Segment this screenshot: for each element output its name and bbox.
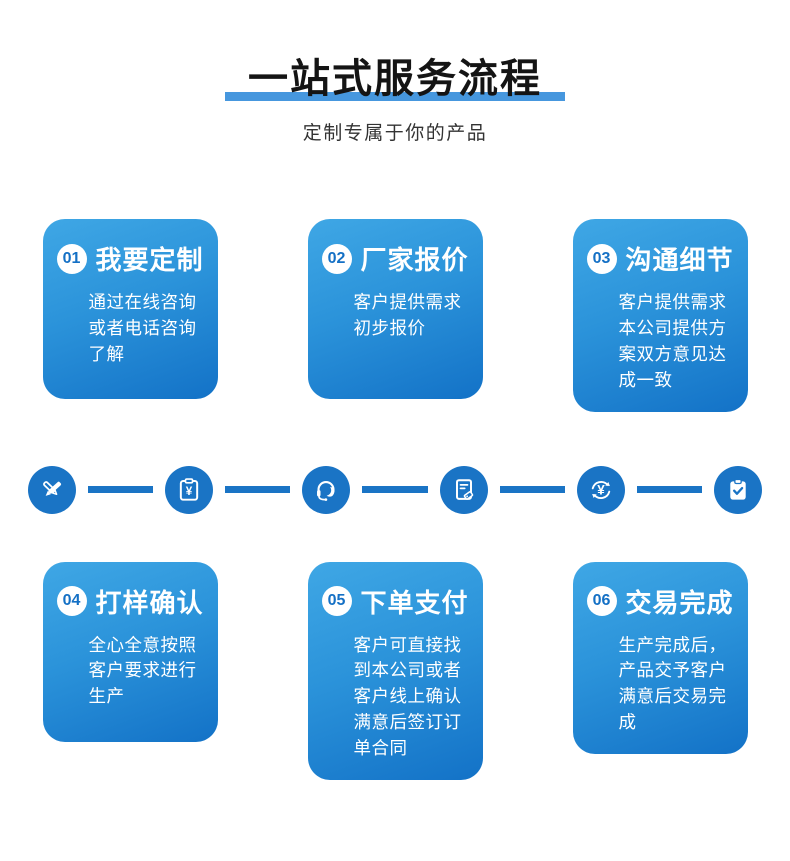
step-card-5: 05 下单支付 客户可直接找到本公司或者客户线上确认满意后签订订单合同 bbox=[307, 561, 483, 781]
step-card-head: 06 交易完成 bbox=[586, 583, 734, 620]
flow-connector bbox=[636, 486, 703, 494]
title-underline-bar bbox=[225, 92, 565, 101]
step-number-badge: 06 bbox=[586, 586, 617, 617]
step-card-2: 02 厂家报价 客户提供需求初步报价 bbox=[307, 219, 483, 399]
step-description: 客户提供需求本公司提供方案双方意见达成一致 bbox=[618, 292, 727, 390]
flow-connector bbox=[362, 486, 428, 494]
page-title-text: 一站式服务流程 bbox=[248, 57, 542, 101]
process-flow-strip: ¥ ¥ bbox=[28, 465, 763, 514]
document-tag-icon bbox=[439, 465, 488, 514]
flow-connector bbox=[499, 486, 565, 494]
step-card-head: 01 我要定制 bbox=[56, 240, 204, 277]
clipboard-check-icon bbox=[714, 465, 763, 514]
pen-design-icon bbox=[28, 465, 76, 514]
customer-service-icon bbox=[302, 465, 351, 514]
svg-text:¥: ¥ bbox=[186, 484, 193, 497]
step-number-badge: 03 bbox=[586, 243, 617, 274]
page-subtitle: 定制专属于你的产品 bbox=[302, 123, 488, 144]
step-number-badge: 01 bbox=[56, 243, 87, 274]
step-description: 生产完成后，产品交予客户满意后交易完成 bbox=[618, 634, 727, 733]
step-number-badge: 02 bbox=[321, 243, 352, 274]
step-card-head: 05 下单支付 bbox=[321, 583, 469, 620]
step-number-badge: 04 bbox=[56, 586, 87, 617]
step-description: 全心全意按照客户要求进行生产 bbox=[88, 634, 197, 707]
step-card-3: 03 沟通细节 客户提供需求本公司提供方案双方意见达成一致 bbox=[572, 219, 748, 412]
header: 一站式服务流程 定制专属于你的产品 bbox=[0, 0, 790, 145]
step-title: 我要定制 bbox=[95, 245, 204, 275]
step-title: 打样确认 bbox=[95, 587, 204, 618]
svg-text:¥: ¥ bbox=[597, 482, 605, 497]
step-description: 客户可直接找到本公司或者客户线上确认满意后签订订单合同 bbox=[353, 634, 462, 759]
step-description: 客户提供需求初步报价 bbox=[353, 292, 462, 338]
steps-row-top: 01 我要定制 通过在线咨询或者电话咨询了解 02 厂家报价 客户提供需求初步报… bbox=[42, 219, 748, 412]
step-description: 通过在线咨询或者电话咨询了解 bbox=[88, 292, 197, 364]
yen-exchange-icon: ¥ bbox=[576, 465, 625, 514]
step-card-1: 01 我要定制 通过在线咨询或者电话咨询了解 bbox=[42, 219, 218, 399]
step-title: 沟通细节 bbox=[625, 245, 734, 275]
step-card-6: 06 交易完成 生产完成后，产品交予客户满意后交易完成 bbox=[572, 561, 748, 755]
step-title: 厂家报价 bbox=[360, 245, 469, 275]
flow-connector bbox=[225, 486, 291, 494]
step-title: 下单支付 bbox=[360, 587, 469, 618]
step-card-4: 04 打样确认 全心全意按照客户要求进行生产 bbox=[42, 561, 218, 742]
step-card-head: 03 沟通细节 bbox=[586, 240, 734, 277]
step-card-head: 04 打样确认 bbox=[56, 583, 204, 620]
flow-connector bbox=[88, 486, 154, 494]
page-title: 一站式服务流程 bbox=[225, 56, 565, 102]
step-title: 交易完成 bbox=[625, 587, 734, 618]
step-number-badge: 05 bbox=[321, 586, 352, 617]
steps-row-bottom: 04 打样确认 全心全意按照客户要求进行生产 05 下单支付 客户可直接找到本公… bbox=[42, 561, 748, 781]
invoice-yen-icon: ¥ bbox=[165, 465, 214, 514]
step-card-head: 02 厂家报价 bbox=[321, 240, 469, 277]
